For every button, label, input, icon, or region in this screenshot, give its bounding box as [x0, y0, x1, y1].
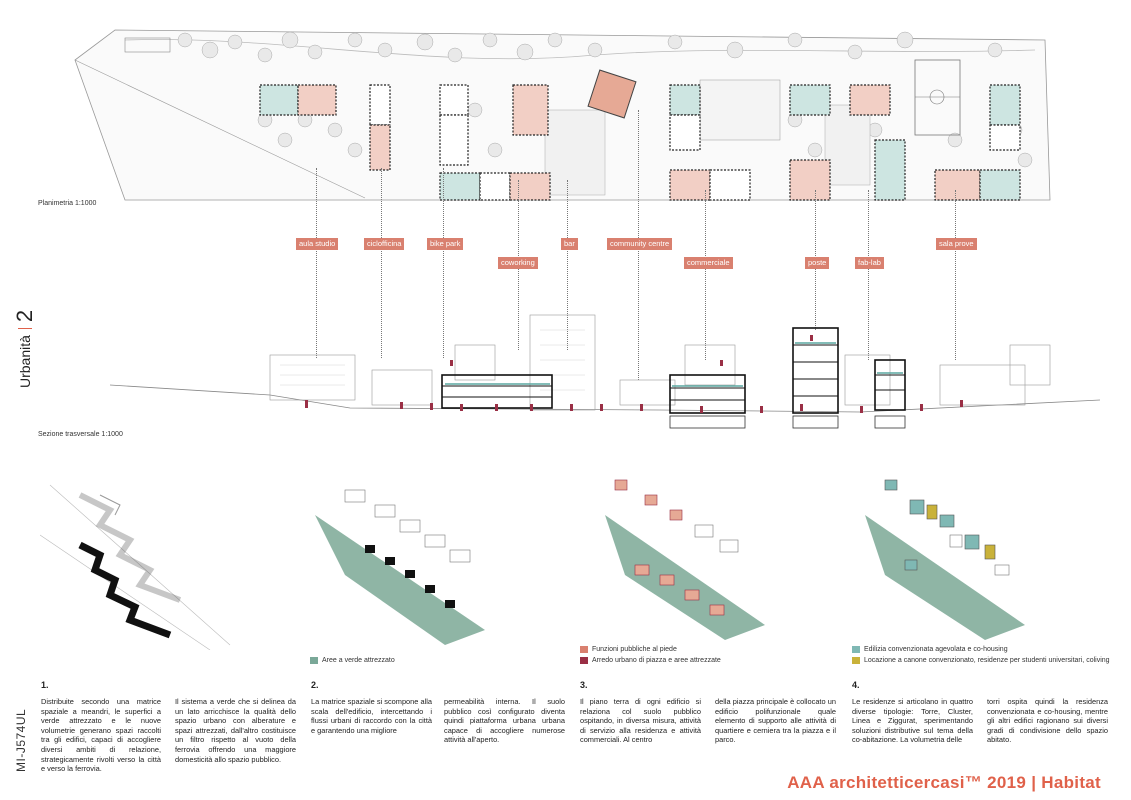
step-number-3: 3.: [580, 680, 588, 690]
leader-line: [868, 190, 869, 360]
text-block: La matrice spaziale si scompone alla sca…: [311, 697, 432, 735]
legend-urban-furniture: Arredo urbano di piazza e aree attrezzat…: [580, 657, 721, 664]
step-number-2: 2.: [311, 680, 319, 690]
text-block: Il sistema a verde che si delinea da un …: [175, 697, 296, 764]
leader-line: [567, 180, 568, 350]
diagram-4: [865, 479, 1025, 640]
leader-line: [316, 168, 317, 358]
diagram-2: [315, 489, 485, 645]
tag-sala-prove: sala prove: [936, 238, 977, 250]
legend-swatch: [852, 646, 860, 653]
tag-poste: poste: [805, 257, 830, 269]
text-block: torri ospita quindi la residenza convenz…: [987, 697, 1108, 745]
tag-aula-studio: aula studio: [296, 238, 339, 250]
tag-community-centre: community centre: [607, 238, 673, 250]
legend-green-areas: Aree a verde attrezzato: [310, 657, 395, 664]
diagram-1: [40, 484, 231, 650]
legend-rent: Locazione a canone convenzionato, reside…: [852, 657, 1110, 664]
leader-line: [381, 168, 382, 358]
step-number-4: 4.: [852, 680, 860, 690]
footer-title: AAA architetticercasi™ 2019 | Habitat: [787, 773, 1101, 792]
site-plan: [74, 29, 1051, 201]
section-title-divider: [18, 328, 32, 330]
tag-bar: bar: [561, 238, 578, 250]
tag-ciclofficina: ciclofficina: [364, 238, 405, 250]
step-number-1: 1.: [41, 680, 49, 690]
legend-public-functions: Funzioni pubbliche al piede: [580, 646, 677, 653]
legend-swatch: [580, 646, 588, 653]
cross-section: [109, 314, 1101, 429]
project-code: MI-J574UL: [14, 708, 28, 772]
legend-label: Locazione a canone convenzionato, reside…: [864, 657, 1110, 664]
section-caption: Sezione trasversale 1:1000: [38, 431, 123, 438]
section-title-number: 2: [12, 309, 37, 323]
tag-commerciale: commerciale: [684, 257, 733, 269]
diagram-3: [605, 479, 765, 640]
text-block: Il piano terra di ogni edificio si relaz…: [580, 697, 701, 745]
legend-label: Arredo urbano di piazza e aree attrezzat…: [592, 657, 721, 664]
leader-line: [705, 190, 706, 360]
legend-swatch: [310, 657, 318, 664]
text-block: Le residenze si articolano in quattro di…: [852, 697, 973, 745]
tag-bike-park: bike park: [427, 238, 464, 250]
leader-line: [443, 168, 444, 358]
tag-coworking: coworking: [498, 257, 538, 269]
text-block: permeabilità interna. Il suolo pubblico …: [444, 697, 565, 745]
legend-swatch: [580, 657, 588, 664]
text-block: Distribuite secondo una matrice spaziale…: [41, 697, 161, 774]
text-block: della piazza principale è collocato un e…: [715, 697, 836, 745]
legend-label: Funzioni pubbliche al piede: [592, 646, 677, 653]
legend-cohousing: Edilizia convenzionata agevolata e co-ho…: [852, 646, 1008, 653]
leader-line: [955, 190, 956, 360]
tag-fab-lab: fab-lab: [855, 257, 884, 269]
section-title: Urbanità 2: [12, 310, 38, 388]
legend-label: Edilizia convenzionata agevolata e co-ho…: [864, 646, 1008, 653]
plan-caption: Planimetria 1:1000: [38, 200, 97, 207]
legend-swatch: [852, 657, 860, 664]
legend-label: Aree a verde attrezzato: [322, 657, 395, 664]
section-title-text: Urbanità: [17, 335, 33, 388]
